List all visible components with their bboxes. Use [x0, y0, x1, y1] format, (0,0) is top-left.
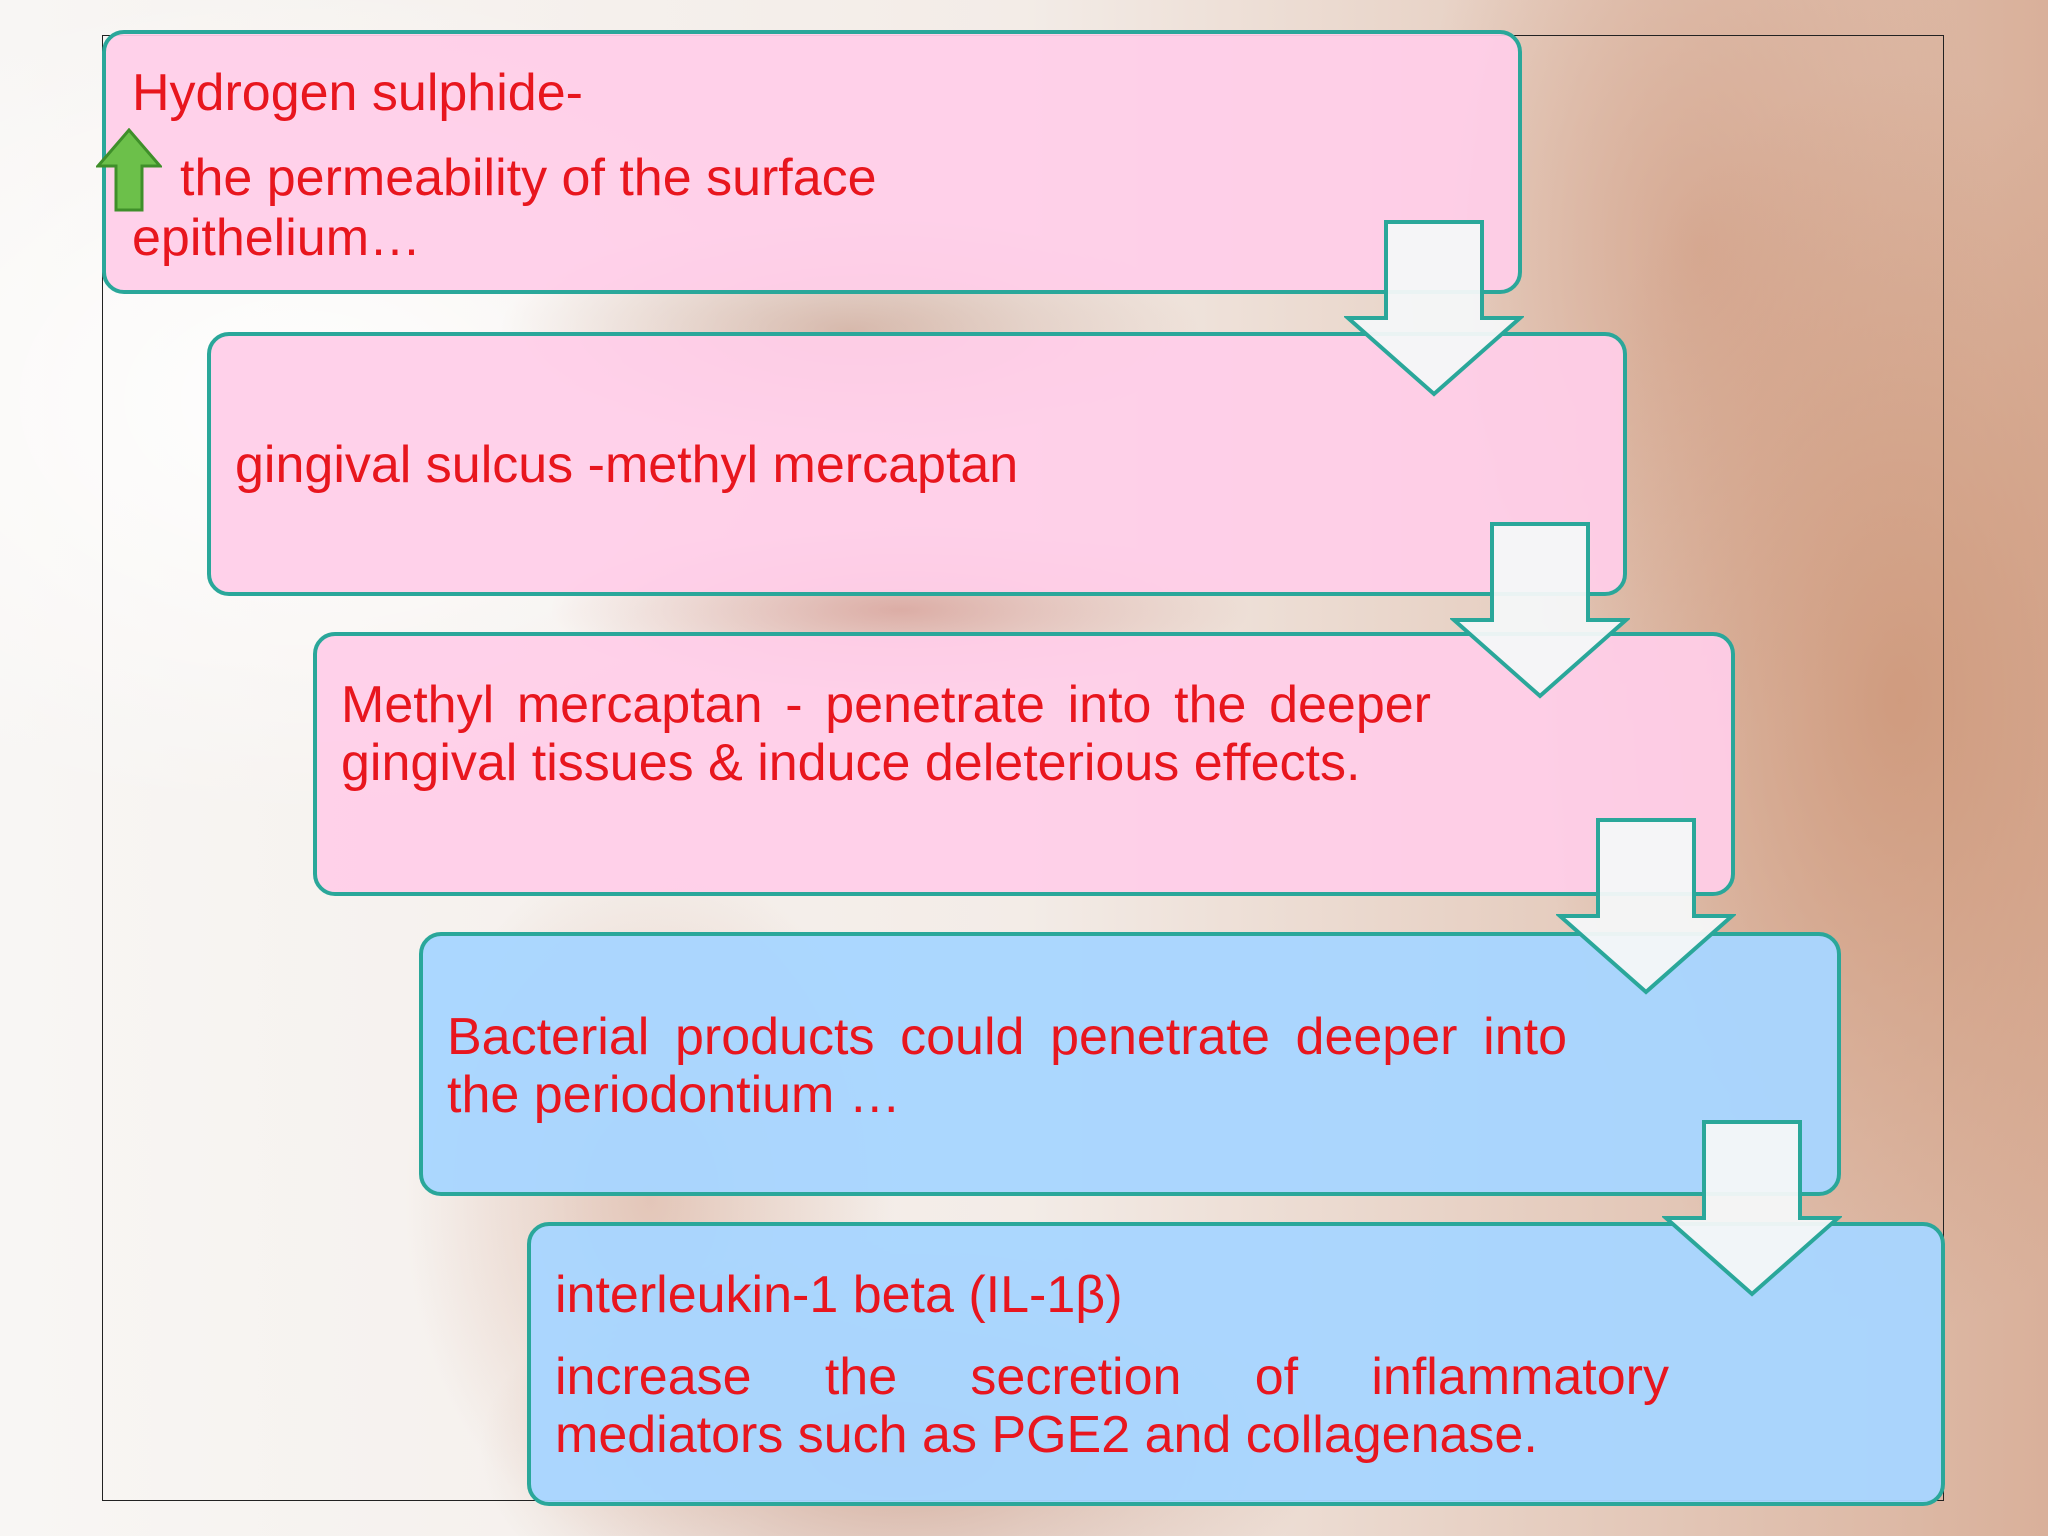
- step-4-box: Bacterial products could penetrate deepe…: [419, 932, 1841, 1196]
- step-1-box: Hydrogen sulphide- the permeability of t…: [102, 30, 1522, 294]
- step-4-body: Bacterial products could penetrate deepe…: [447, 1008, 1567, 1124]
- down-arrow-icon-4: [1662, 1120, 1842, 1297]
- step-3-box: Methyl mercaptan - penetrate into the de…: [313, 632, 1735, 896]
- step-1-heading: Hydrogen sulphide-: [132, 64, 583, 122]
- step-1-body: the permeability of the surface epitheli…: [132, 149, 877, 267]
- step-5-body: increase the secretion of inflammatory m…: [555, 1348, 1669, 1464]
- step-3-body: Methyl mercaptan - penetrate into the de…: [341, 676, 1431, 792]
- down-arrow-icon-3: [1556, 818, 1736, 995]
- step-5-heading: interleukin-1 beta (IL-1β): [555, 1266, 1123, 1324]
- down-arrow-icon-1: [1344, 220, 1524, 397]
- step-2-body: gingival sulcus -methyl mercaptan: [235, 436, 1019, 494]
- step-2-box: gingival sulcus -methyl mercaptan: [207, 332, 1627, 596]
- down-arrow-icon-2: [1450, 522, 1630, 699]
- up-arrow-icon: [96, 128, 162, 212]
- step-5-box: interleukin-1 beta (IL-1β) increase the …: [527, 1222, 1945, 1506]
